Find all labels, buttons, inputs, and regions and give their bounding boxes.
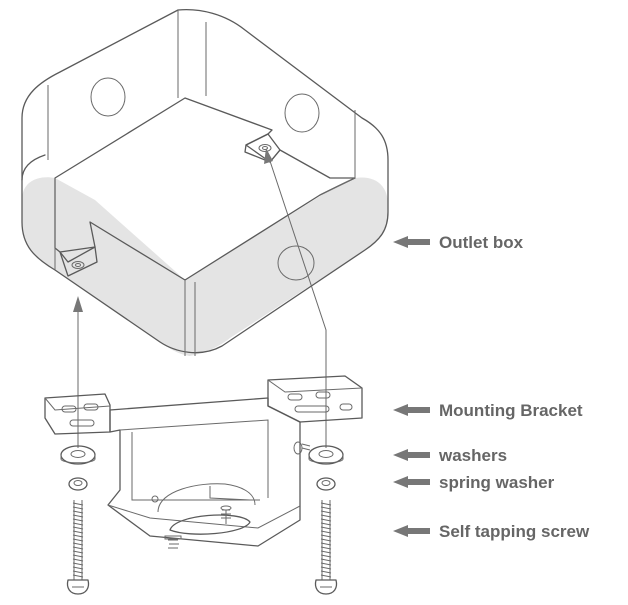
screw-thread <box>72 558 84 562</box>
screw-thread <box>320 510 332 514</box>
screw-thread <box>72 550 84 554</box>
screw-thread <box>320 530 332 534</box>
label-outlet-box: Outlet box <box>439 233 524 252</box>
left-arrow-icon <box>393 404 430 416</box>
screw-thread <box>320 554 332 558</box>
screw-thread <box>320 502 332 506</box>
screw-thread <box>320 566 332 570</box>
screw-thread <box>320 570 332 574</box>
screw-left <box>66 500 90 595</box>
knockout-hole <box>277 245 315 281</box>
screw-thread <box>72 542 84 546</box>
spring-washer-left <box>68 477 88 491</box>
assembly-arrows <box>73 148 327 448</box>
callout-self-tapping-screw: Self tapping screw <box>393 522 590 541</box>
screw-thread <box>72 574 84 578</box>
screw-thread <box>320 574 332 578</box>
callout-washers: washers <box>393 446 507 465</box>
screw-thread <box>320 558 332 562</box>
label-mounting-bracket: Mounting Bracket <box>439 401 583 420</box>
screw-thread <box>72 546 84 550</box>
spring-washer-right <box>316 477 336 491</box>
outlet-box <box>21 8 389 356</box>
screw-thread <box>72 514 84 518</box>
screw-right <box>314 500 338 595</box>
screw-thread <box>72 510 84 514</box>
knockout-hole <box>90 77 126 117</box>
label-washers: washers <box>438 446 507 465</box>
washer-right <box>308 445 344 465</box>
outlet-box-side-shade <box>22 177 388 356</box>
screw-thread <box>72 522 84 526</box>
mounting-bracket <box>44 375 363 549</box>
screw-thread <box>72 518 84 522</box>
left-arrow-icon <box>393 449 430 461</box>
left-arrow-icon <box>393 525 430 537</box>
callout-spring-washer: spring washer <box>393 473 555 492</box>
screw-thread <box>320 526 332 530</box>
screw-thread <box>72 526 84 530</box>
screw-thread <box>320 538 332 542</box>
label-self-tapping-screw: Self tapping screw <box>439 522 590 541</box>
screw-thread <box>72 502 84 506</box>
screw-thread <box>72 534 84 538</box>
screw-thread <box>72 570 84 574</box>
screw-thread <box>320 534 332 538</box>
left-arrow-icon <box>393 236 430 248</box>
screw-thread <box>320 514 332 518</box>
screw-thread <box>320 542 332 546</box>
label-spring-washer: spring washer <box>439 473 555 492</box>
screw-thread <box>72 530 84 534</box>
knockout-hole <box>284 93 320 133</box>
screw-thread <box>320 562 332 566</box>
washer-left <box>60 445 96 465</box>
screw-thread <box>72 562 84 566</box>
screw-thread <box>320 522 332 526</box>
callout-mounting-bracket: Mounting Bracket <box>393 401 583 420</box>
callout-outlet-box: Outlet box <box>393 233 524 252</box>
screw-thread <box>320 550 332 554</box>
screw-thread <box>72 566 84 570</box>
screw-thread <box>320 518 332 522</box>
screw-thread <box>320 546 332 550</box>
screw-thread <box>320 506 332 510</box>
left-arrow-icon <box>393 476 430 488</box>
screw-thread <box>72 506 84 510</box>
screw-thread <box>72 554 84 558</box>
screw-thread <box>72 538 84 542</box>
